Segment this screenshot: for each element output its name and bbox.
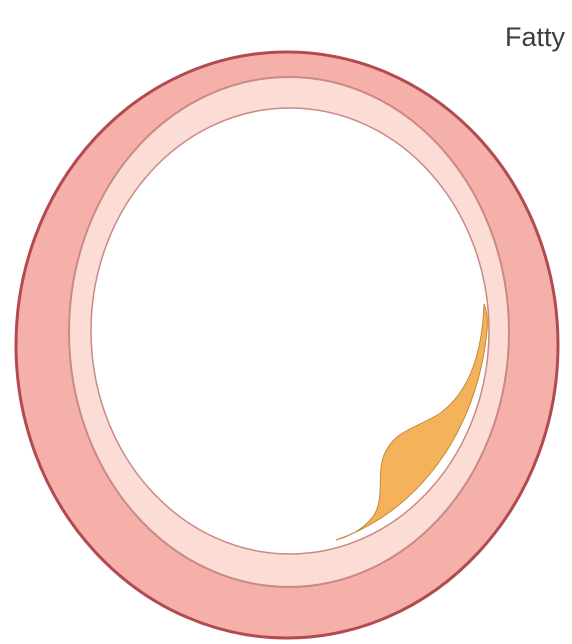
artery-lumen (91, 108, 489, 554)
artery-cross-section (16, 52, 558, 638)
fatty-label: Fatty (505, 22, 566, 52)
